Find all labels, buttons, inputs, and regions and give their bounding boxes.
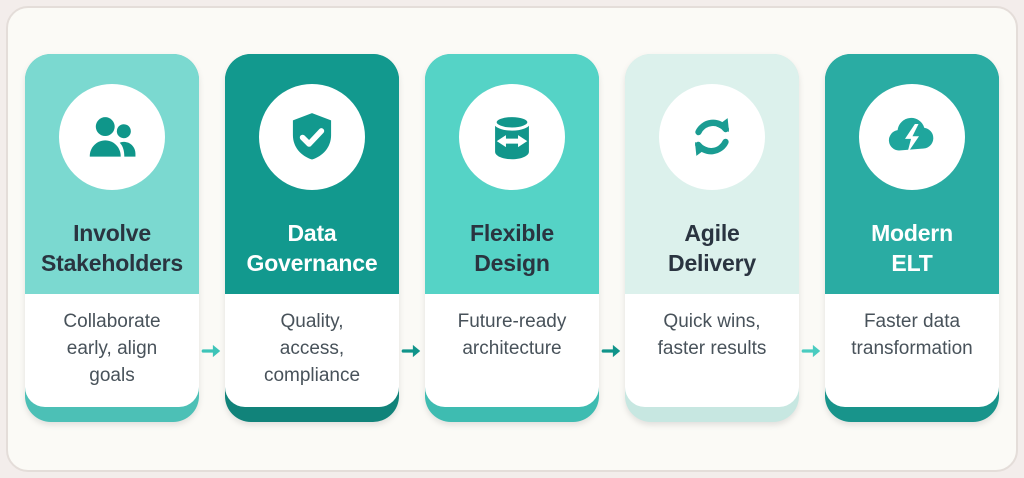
card-data-governance: Data Governance Quality, access, complia… [225, 54, 399, 422]
card-description: Faster data transformation [825, 294, 999, 407]
cloud-bolt-icon [888, 117, 934, 154]
refresh-cycle-icon [694, 118, 730, 156]
icon-circle [459, 84, 565, 190]
database-sync-icon [493, 113, 531, 160]
card-description: Quality, access, compliance [225, 294, 399, 407]
card-top: Flexible Design [425, 54, 599, 294]
card-description: Quick wins, faster results [625, 294, 799, 407]
shield-check-icon [292, 113, 332, 160]
flow-arrow-icon [199, 338, 225, 364]
card-description: Collaborate early, align goals [25, 294, 199, 407]
process-flow: Involve Stakeholders Collaborate early, … [0, 54, 1024, 422]
icon-circle [59, 84, 165, 190]
card-top: Data Governance [225, 54, 399, 294]
card-modern-elt: Modern ELT Faster data transformation [825, 54, 999, 422]
card-title: Involve Stakeholders [40, 220, 184, 277]
card-title: Data Governance [246, 220, 378, 277]
card-agile-delivery: Agile Delivery Quick wins, faster result… [625, 54, 799, 422]
card-title: Modern ELT [871, 220, 953, 277]
card-flexible-design: Flexible Design Future-ready architectur… [425, 54, 599, 422]
card-top: Involve Stakeholders [25, 54, 199, 294]
flow-arrow-icon [399, 338, 425, 364]
card-top: Modern ELT [825, 54, 999, 294]
card-description: Future-ready architecture [425, 294, 599, 407]
card-top: Agile Delivery [625, 54, 799, 294]
card-title: Flexible Design [469, 220, 555, 277]
card-title: Agile Delivery [668, 220, 756, 277]
card-involve-stakeholders: Involve Stakeholders Collaborate early, … [25, 54, 199, 422]
icon-circle [259, 84, 365, 190]
icon-circle [659, 84, 765, 190]
people-icon [89, 117, 136, 157]
flow-arrow-icon [799, 338, 825, 364]
flow-arrow-icon [599, 338, 625, 364]
icon-circle [859, 84, 965, 190]
